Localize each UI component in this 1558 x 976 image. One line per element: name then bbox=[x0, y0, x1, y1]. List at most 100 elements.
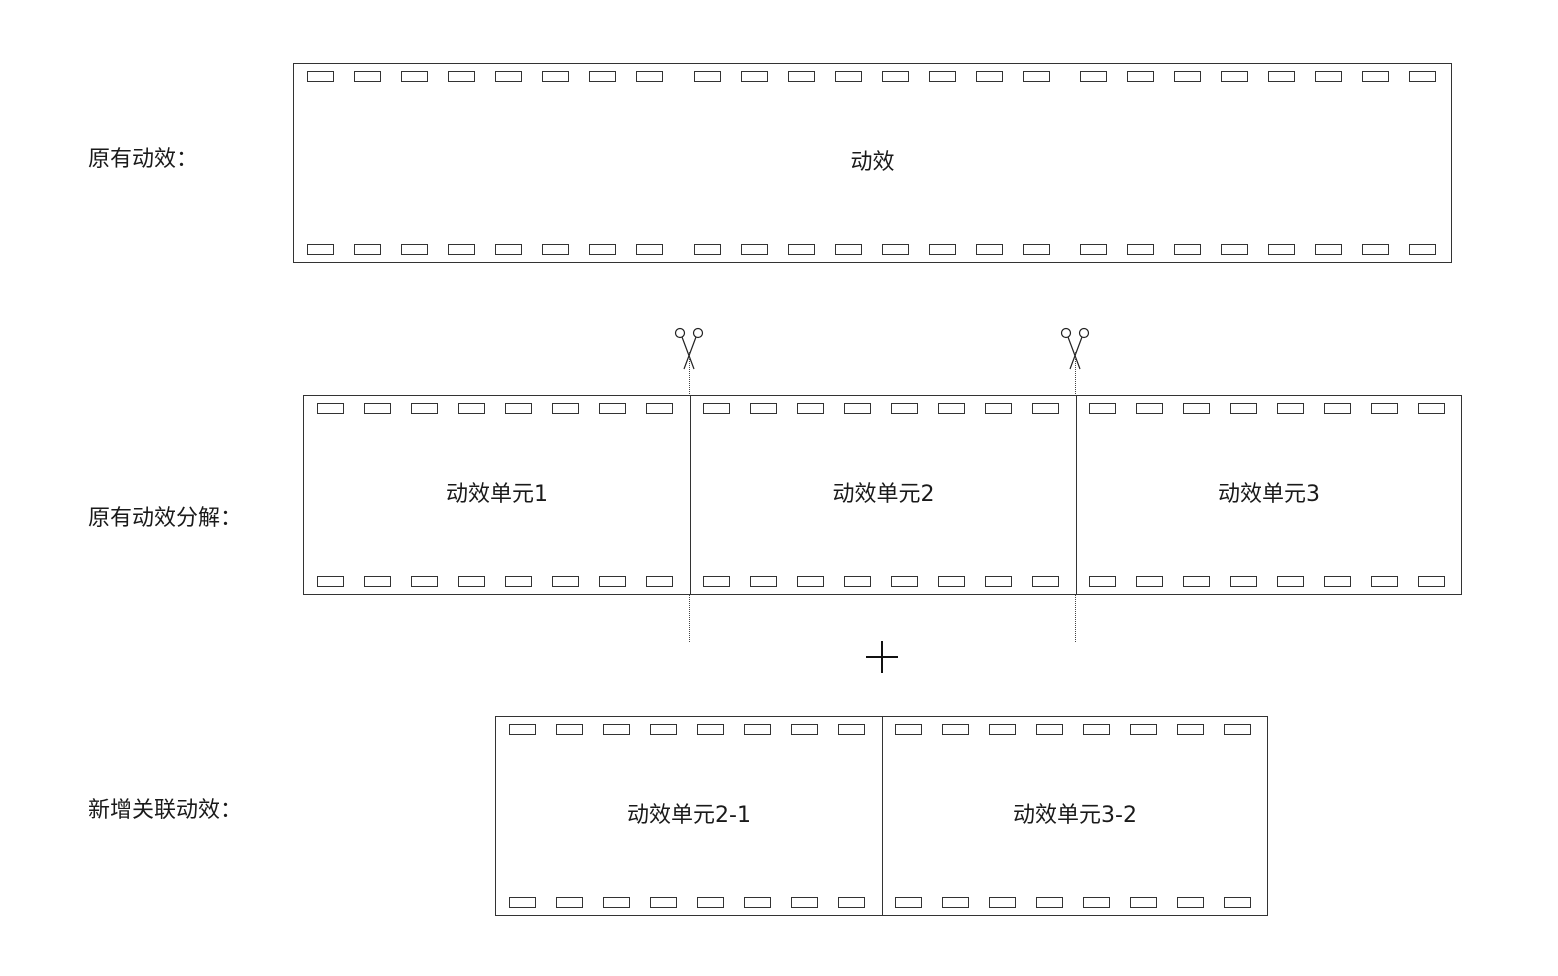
perforation-hole bbox=[703, 576, 730, 587]
perforation-hole bbox=[750, 576, 777, 587]
perforation-hole bbox=[838, 897, 865, 908]
perforation-hole bbox=[1418, 403, 1445, 414]
perforation-hole bbox=[646, 576, 673, 587]
perforation-row-bottom bbox=[304, 576, 1461, 587]
perforation-hole bbox=[505, 403, 532, 414]
perforation-hole bbox=[989, 724, 1016, 735]
perforation-hole bbox=[509, 724, 536, 735]
perforation-hole bbox=[694, 71, 721, 82]
perforation-hole bbox=[495, 244, 522, 255]
frame-label: 动效单元2-1 bbox=[627, 803, 751, 828]
perforation-hole bbox=[448, 244, 475, 255]
perforation-hole bbox=[1083, 724, 1110, 735]
perforation-hole bbox=[938, 576, 965, 587]
perforation-hole bbox=[1080, 71, 1107, 82]
frame-unit-1: 动效单元1 bbox=[304, 396, 690, 594]
scissors-icon bbox=[1060, 327, 1090, 370]
film-strip-original: 动效 bbox=[293, 63, 1452, 263]
row-label-new-associated: 新增关联动效： bbox=[88, 798, 243, 823]
perforation-hole bbox=[744, 897, 771, 908]
perforation-hole bbox=[891, 576, 918, 587]
perforation-row-bottom bbox=[496, 897, 1267, 908]
perforation-hole bbox=[1183, 576, 1210, 587]
perforation-hole bbox=[1409, 244, 1436, 255]
perforation-hole bbox=[750, 403, 777, 414]
perforation-hole bbox=[603, 724, 630, 735]
perforation-hole bbox=[1177, 724, 1204, 735]
perforation-hole bbox=[401, 244, 428, 255]
perforation-hole bbox=[1174, 71, 1201, 82]
frame-unit-2: 动效单元2 bbox=[690, 396, 1076, 594]
perforation-hole bbox=[891, 403, 918, 414]
perforation-hole bbox=[1221, 244, 1248, 255]
perforation-hole bbox=[1418, 576, 1445, 587]
perforation-hole bbox=[1224, 897, 1251, 908]
perforation-hole bbox=[364, 403, 391, 414]
perforation-hole bbox=[495, 71, 522, 82]
perforation-hole bbox=[1127, 244, 1154, 255]
perforation-hole bbox=[791, 724, 818, 735]
perforation-hole bbox=[307, 71, 334, 82]
perforation-hole bbox=[1089, 576, 1116, 587]
perforation-hole bbox=[401, 71, 428, 82]
perforation-hole bbox=[976, 244, 1003, 255]
perforation-hole bbox=[1032, 403, 1059, 414]
perforation-row-top bbox=[496, 724, 1267, 735]
perforation-hole bbox=[509, 897, 536, 908]
perforation-hole bbox=[1268, 71, 1295, 82]
perforation-hole bbox=[835, 244, 862, 255]
perforation-hole bbox=[882, 71, 909, 82]
perforation-hole bbox=[599, 403, 626, 414]
perforation-hole bbox=[1023, 71, 1050, 82]
perforation-hole bbox=[797, 576, 824, 587]
perforation-hole bbox=[589, 244, 616, 255]
perforation-hole bbox=[505, 576, 532, 587]
perforation-hole bbox=[1230, 403, 1257, 414]
perforation-hole bbox=[603, 897, 630, 908]
perforation-hole bbox=[741, 71, 768, 82]
film-strip-decomposition: 动效单元1 动效单元2 动效单元3 bbox=[303, 395, 1462, 595]
frame-label: 动效 bbox=[850, 150, 895, 175]
perforation-hole bbox=[791, 897, 818, 908]
perforation-hole bbox=[744, 724, 771, 735]
perforation-hole bbox=[1277, 403, 1304, 414]
perforation-hole bbox=[307, 244, 334, 255]
perforation-hole bbox=[317, 576, 344, 587]
perforation-hole bbox=[411, 403, 438, 414]
perforation-hole bbox=[364, 576, 391, 587]
frame-unit-2-1: 动效单元2-1 bbox=[496, 717, 882, 915]
perforation-hole bbox=[694, 244, 721, 255]
row-label-original: 原有动效： bbox=[88, 147, 199, 172]
perforation-hole bbox=[788, 71, 815, 82]
perforation-hole bbox=[650, 897, 677, 908]
perforation-hole bbox=[976, 71, 1003, 82]
perforation-row-top bbox=[294, 71, 1451, 82]
scissors-icon bbox=[674, 327, 704, 370]
perforation-hole bbox=[552, 403, 579, 414]
perforation-hole bbox=[1409, 71, 1436, 82]
perforation-hole bbox=[599, 576, 626, 587]
perforation-hole bbox=[354, 71, 381, 82]
perforation-hole bbox=[556, 897, 583, 908]
perforation-hole bbox=[1224, 724, 1251, 735]
frame-label: 动效单元1 bbox=[446, 482, 548, 507]
perforation-hole bbox=[1036, 897, 1063, 908]
perforation-hole bbox=[741, 244, 768, 255]
film-strip-new-associated: 动效单元2-1 动效单元3-2 bbox=[495, 716, 1268, 916]
perforation-hole bbox=[788, 244, 815, 255]
perforation-hole bbox=[458, 576, 485, 587]
perforation-hole bbox=[942, 724, 969, 735]
perforation-hole bbox=[1136, 576, 1163, 587]
frame-label: 动效单元2 bbox=[832, 482, 935, 507]
perforation-hole bbox=[1371, 403, 1398, 414]
perforation-hole bbox=[1032, 576, 1059, 587]
perforation-hole bbox=[835, 71, 862, 82]
perforation-hole bbox=[1277, 576, 1304, 587]
perforation-hole bbox=[1268, 244, 1295, 255]
perforation-hole bbox=[448, 71, 475, 82]
perforation-hole bbox=[1136, 403, 1163, 414]
perforation-hole bbox=[844, 576, 871, 587]
plus-icon bbox=[866, 641, 898, 673]
perforation-hole bbox=[589, 71, 616, 82]
perforation-hole bbox=[942, 897, 969, 908]
